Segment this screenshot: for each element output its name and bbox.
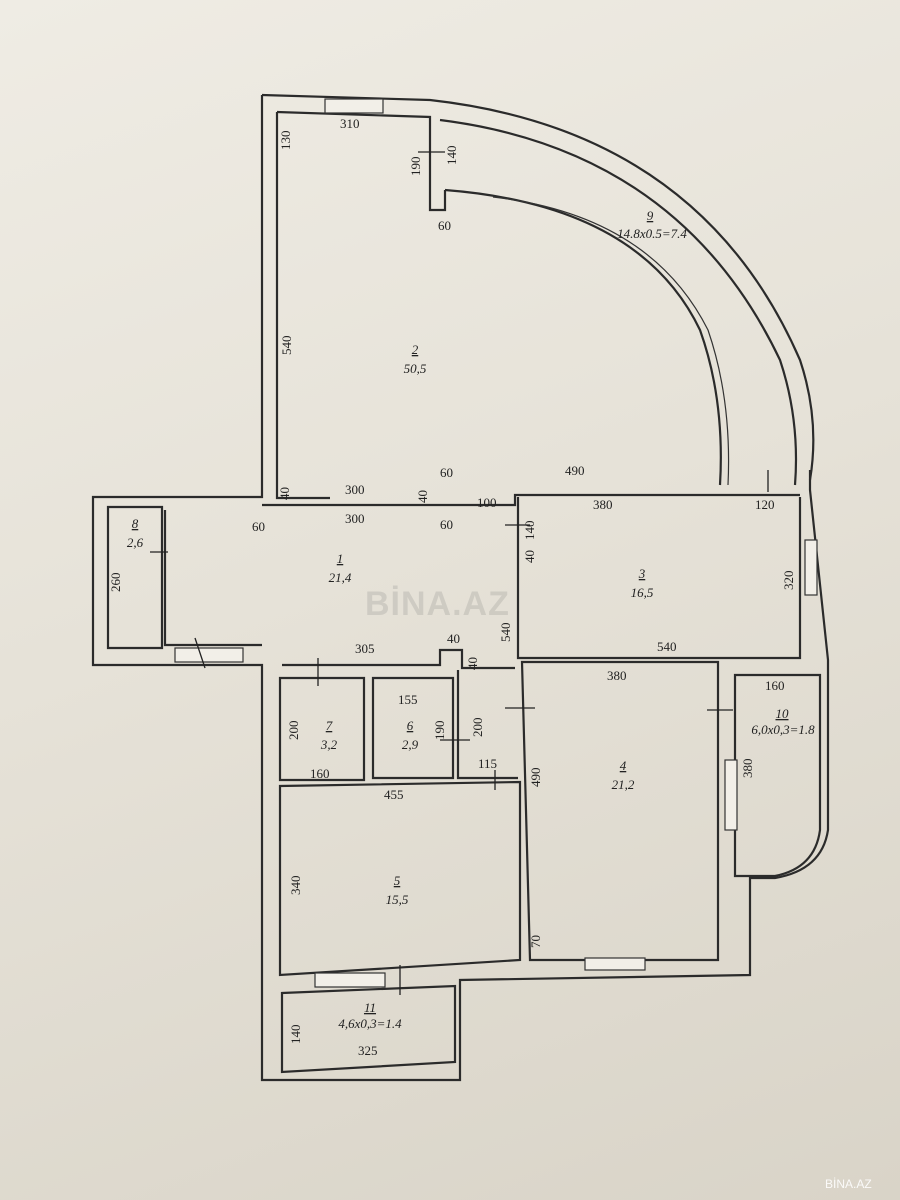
- dim-label: 325: [358, 1043, 378, 1058]
- dim-label: 60: [440, 465, 453, 480]
- room5-walls: [278, 780, 522, 977]
- door-marks: [150, 151, 769, 995]
- room-10-number: 10: [776, 706, 790, 721]
- window-room4-side: [724, 759, 738, 831]
- room-5-number: 5: [394, 873, 401, 888]
- room-10-area: 6,0x0,3=1.8: [751, 722, 815, 737]
- balcony9-glazing-line: [492, 196, 730, 486]
- inner-wall-room2-top: [276, 110, 447, 212]
- room-8-area: 2,6: [127, 535, 144, 550]
- room-4-number: 4: [620, 758, 627, 773]
- dim-label: 305: [355, 641, 375, 656]
- walls: [91, 93, 830, 1082]
- wall-room1-bottom: [282, 648, 515, 670]
- dim-label: 455: [384, 787, 404, 802]
- dim-label: 260: [108, 573, 123, 593]
- room-4-area: 21,2: [612, 777, 635, 792]
- dim-label: 140: [288, 1025, 303, 1045]
- room-7-area: 3,2: [320, 737, 338, 752]
- room-6-area: 2,9: [402, 737, 419, 752]
- dim-label: 380: [593, 497, 613, 512]
- dim-label: 380: [740, 759, 755, 779]
- room-1-number: 1: [337, 551, 344, 566]
- outer-wall: [91, 95, 830, 1082]
- room-11-number: 11: [364, 1000, 376, 1015]
- dim-label: 60: [438, 218, 451, 233]
- balcony11-walls: [280, 984, 457, 1074]
- dim-label: 490: [528, 768, 543, 788]
- wall-between-2-and-1-3: [262, 493, 800, 507]
- watermark-corner: BİNA.AZ: [825, 1177, 872, 1191]
- dim-label: 160: [310, 766, 330, 781]
- room-6-number: 6: [407, 718, 414, 733]
- room-labels: 2 50,5 1 21,4 3 16,5 4 21,2 5 15,5 6 2,9…: [127, 208, 815, 1031]
- room3-walls: [516, 497, 802, 660]
- dim-label: 60: [252, 519, 265, 534]
- dim-label: 540: [498, 623, 513, 643]
- watermark-center: BİNA.AZ: [365, 585, 510, 623]
- dim-label: 40: [465, 657, 480, 670]
- dim-label: 40: [522, 550, 537, 563]
- room-3-number: 3: [638, 566, 646, 581]
- dim-label: 190: [408, 157, 423, 177]
- dim-label: 40: [415, 490, 430, 503]
- dim-label: 115: [478, 756, 497, 771]
- window-room3: [804, 539, 818, 596]
- room-9-area: 14.8x0.5=7.4: [617, 226, 687, 241]
- dim-label: 380: [607, 668, 627, 683]
- window-room2: [324, 98, 384, 114]
- dim-label: 320: [781, 571, 796, 591]
- dim-label: 155: [398, 692, 418, 707]
- window-room4-bottom: [584, 957, 646, 971]
- dim-label: 60: [440, 517, 453, 532]
- balcony9-glazing: [444, 188, 722, 486]
- room-1-area: 21,4: [329, 570, 352, 585]
- dim-label: 140: [444, 146, 459, 166]
- dim-label: 340: [288, 876, 303, 896]
- wall-hall: [456, 670, 518, 780]
- dim-label: 300: [345, 511, 365, 526]
- dim-label: 200: [286, 721, 301, 741]
- dim-label: 140: [522, 521, 537, 541]
- room7-walls: [278, 676, 366, 782]
- dim-label: 100: [477, 495, 497, 510]
- window-room5: [314, 972, 386, 988]
- room-2-number: 2: [412, 342, 419, 357]
- room-5-area: 15,5: [386, 892, 409, 907]
- dimension-labels: 310 130 190 140 60 540 60 490 40 300 40 …: [108, 116, 796, 1058]
- dim-label: 300: [345, 482, 365, 497]
- dim-label: 40: [277, 487, 292, 500]
- room-8-number: 8: [132, 516, 139, 531]
- room4-walls: [520, 660, 720, 962]
- dim-label: 70: [528, 935, 543, 948]
- dim-label: 130: [278, 131, 293, 151]
- dim-label: 40: [447, 631, 460, 646]
- room6-walls: [371, 676, 455, 780]
- room-11-area: 4,6x0,3=1.4: [338, 1016, 402, 1031]
- dim-label: 310: [340, 116, 360, 131]
- balcony10-walls: [733, 673, 822, 878]
- room-3-area: 16,5: [631, 585, 654, 600]
- windows: [174, 98, 818, 988]
- dim-label: 120: [755, 497, 775, 512]
- room-9-number: 9: [647, 208, 654, 223]
- door-mark: [194, 637, 206, 669]
- dim-label: 540: [657, 639, 677, 654]
- wall-room1-left: [163, 510, 262, 647]
- balcony9-inner-rail: [439, 118, 798, 486]
- room8-walls: [106, 505, 164, 650]
- dim-label: 490: [565, 463, 585, 478]
- inner-wall-room2-left: [275, 112, 330, 500]
- room-2-area: 50,5: [404, 361, 427, 376]
- dim-label: 160: [765, 678, 785, 693]
- dim-label: 190: [432, 721, 447, 741]
- outer-curved-wall: [261, 93, 815, 481]
- room-7-number: 7: [326, 718, 333, 733]
- window-room1: [174, 647, 244, 663]
- dim-label: 200: [470, 718, 485, 738]
- dim-label: 540: [279, 336, 294, 356]
